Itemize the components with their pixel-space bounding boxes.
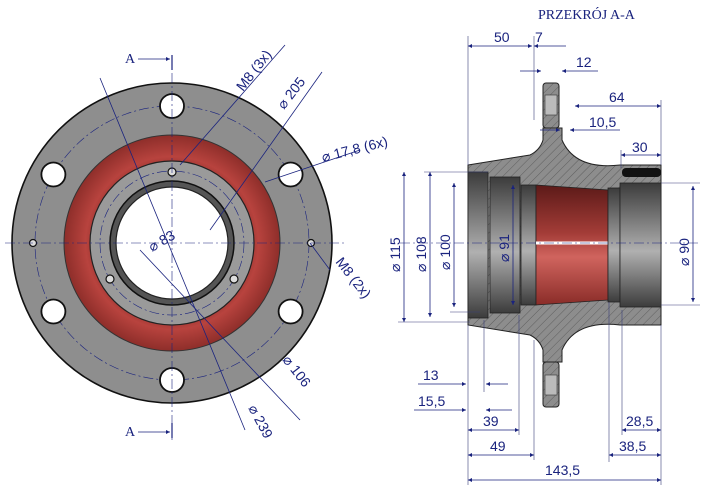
dim-49: 49 [490, 438, 506, 454]
label-dia-239: ⌀ 239 [245, 402, 276, 441]
dim-dia-90: ⌀ 90 [676, 238, 692, 266]
dim-143-5: 143,5 [545, 462, 580, 478]
dim-13: 13 [423, 367, 439, 383]
dim-dia-115: ⌀ 115 [387, 237, 403, 272]
dim-12: 12 [576, 54, 592, 70]
label-dia-106: ⌀ 106 [280, 352, 315, 390]
section-title: PRZEKRÓJ A-A [538, 6, 636, 23]
label-dia-17-8: ⌀ 17,8 (6x) [320, 133, 389, 165]
stud-holes [40, 93, 304, 393]
dim-28-5: 28,5 [626, 413, 653, 429]
dim-10-5: 10,5 [589, 114, 616, 130]
dim-15-5: 15,5 [418, 393, 445, 409]
label-dia-205: ⌀ 205 [274, 74, 309, 112]
label-m8-3x: M8 (3x) [233, 47, 275, 94]
bearing-race-section [535, 184, 609, 306]
dim-30: 30 [632, 139, 648, 155]
dim-7: 7 [535, 29, 543, 45]
dim-38-5: 38,5 [619, 438, 646, 454]
section-marker-top: A [125, 52, 136, 67]
dim-dia-100: ⌀ 100 [437, 234, 453, 270]
dim-50: 50 [494, 29, 510, 45]
section-view: PRZEKRÓJ A-A 50 7 12 64 10,5 [387, 6, 700, 485]
dim-dia-91: ⌀ 91 [496, 234, 512, 262]
dim-39: 39 [483, 413, 499, 429]
label-m8-2x: M8 (2x) [333, 254, 375, 301]
section-marker-bottom: A [125, 425, 136, 440]
front-view: A A M8 (3x) ⌀ 205 ⌀ 17,8 (6x) ⌀ 83 M8 (2… [5, 44, 389, 441]
dim-dia-108: ⌀ 108 [413, 236, 429, 272]
dim-64: 64 [609, 89, 625, 105]
